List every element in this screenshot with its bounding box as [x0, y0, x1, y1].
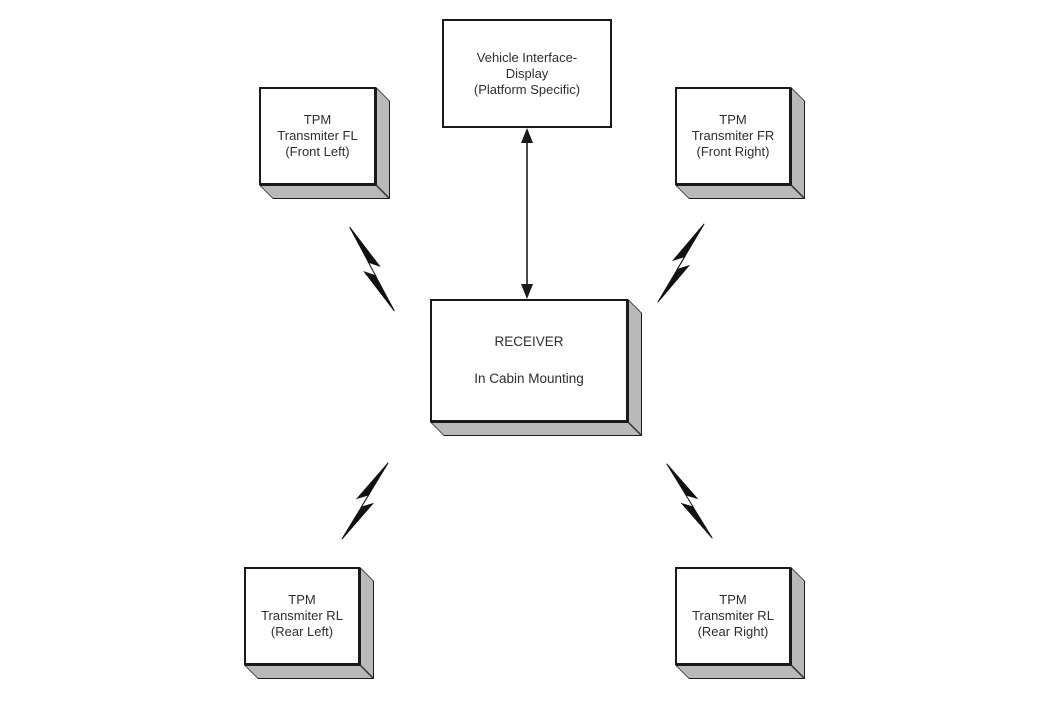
- tpm-fr-box: TPM Transmiter FR (Front Right): [675, 87, 791, 185]
- tpm-fr-box-side-right: [791, 87, 805, 199]
- node-tpm-transmitter-fr: TPM Transmiter FR (Front Right): [675, 87, 805, 199]
- tpm-fl-label-line: (Front Left): [285, 144, 350, 159]
- tpm-rl-label-line: Transmiter RL: [261, 608, 343, 623]
- tpm-rl-label-line: TPM: [288, 592, 316, 607]
- tpm-rr-label-line: (Rear Right): [697, 624, 769, 639]
- receiver-box-side-bottom: [430, 422, 642, 436]
- node-tpm-transmitter-rr: TPM Transmiter RL (Rear Right): [675, 567, 805, 679]
- tpm-rr-label-line: Transmiter RL: [692, 608, 774, 623]
- display-label-line: Display: [505, 65, 549, 81]
- display-label-line: (Platform Specific): [473, 81, 581, 97]
- tpm-fr-box-side-bottom: [675, 185, 805, 199]
- tpm-fl-box-side-bottom: [259, 185, 390, 199]
- lightning-bolt-icon: [666, 463, 713, 539]
- receiver-box-side-right: [628, 299, 642, 436]
- tpm-rl-label-line: (Rear Left): [270, 624, 334, 639]
- tpm-rr-label-line: TPM: [719, 592, 747, 607]
- lightning-bolt-icon: [657, 223, 705, 303]
- display-label-line: Vehicle Interface-: [476, 49, 578, 65]
- receiver-subtitle: In Cabin Mounting: [474, 371, 584, 386]
- tpm-rr-box-side-bottom: [675, 665, 805, 679]
- vehicle-interface-display-box: Vehicle Interface- Display (Platform Spe…: [442, 19, 612, 128]
- tpm-fl-label-line: Transmiter FL: [277, 128, 358, 143]
- tpm-rl-box: TPM Transmiter RL (Rear Left): [244, 567, 360, 665]
- tpm-fl-label-line: TPM: [303, 112, 332, 127]
- node-tpm-transmitter-rl: TPM Transmiter RL (Rear Left): [244, 567, 374, 679]
- node-receiver: RECEIVER In Cabin Mounting: [430, 299, 642, 436]
- tpm-fr-label-line: TPM: [719, 112, 747, 127]
- tpm-fr-label-line: (Front Right): [696, 144, 770, 159]
- receiver-box: RECEIVER In Cabin Mounting: [430, 299, 628, 422]
- receiver-title: RECEIVER: [494, 334, 564, 349]
- tpm-rl-box-side-right: [360, 567, 374, 679]
- node-tpm-transmitter-fl: TPM Transmiter FL (Front Left): [259, 87, 390, 199]
- lightning-bolt-icon: [341, 462, 389, 540]
- tpm-rl-box-side-bottom: [244, 665, 374, 679]
- tpm-fl-box-side-right: [376, 87, 390, 199]
- tpm-rr-box-side-right: [791, 567, 805, 679]
- lightning-bolt-icon: [349, 226, 395, 312]
- tpm-fl-box: TPM Transmiter FL (Front Left): [259, 87, 376, 185]
- tpm-fr-label-line: Transmiter FR: [691, 128, 775, 143]
- tpm-rr-box: TPM Transmiter RL (Rear Right): [675, 567, 791, 665]
- double-headed-arrow-icon: [521, 128, 533, 299]
- node-vehicle-interface-display: Vehicle Interface- Display (Platform Spe…: [442, 19, 612, 128]
